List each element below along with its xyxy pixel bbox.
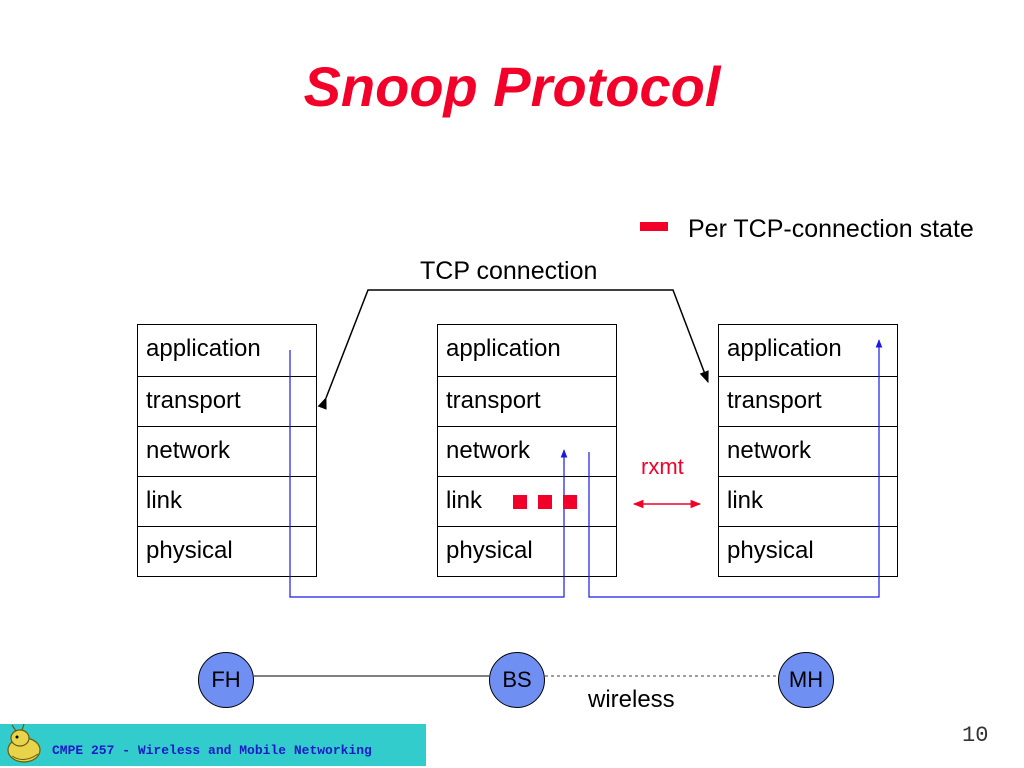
layer-network: network (719, 426, 897, 476)
layer-physical: physical (719, 526, 897, 576)
layer-link: link (138, 476, 316, 526)
slide-title: Snoop Protocol (303, 55, 721, 118)
tcp-connection-label: TCP connection (420, 257, 598, 285)
state-marker-legend-swatch (640, 222, 668, 231)
layer-application: application (146, 335, 261, 362)
legend-label: Per TCP-connection state (688, 215, 974, 243)
protocol-stack-bs: application transport network link physi… (437, 324, 617, 577)
node-fh: FH (198, 652, 254, 708)
layer-transport: transport (719, 376, 897, 426)
banana-slug-logo-icon (7, 724, 41, 763)
wireless-label: wireless (588, 686, 675, 713)
page-number: 10 (962, 723, 989, 748)
rxmt-label: rxmt (641, 454, 684, 479)
layer-network: network (138, 426, 316, 476)
layer-physical: physical (138, 526, 316, 576)
layer-link: link (719, 476, 897, 526)
layer-physical: physical (438, 526, 616, 576)
layer-application: application (446, 335, 561, 362)
layer-transport: transport (438, 376, 616, 426)
footer-bar (0, 724, 426, 766)
layer-application: application (727, 335, 842, 362)
node-bs: BS (489, 652, 545, 708)
layer-link: link (438, 476, 616, 526)
layer-network: network (438, 426, 616, 476)
protocol-stack-fh: application transport network link physi… (137, 324, 317, 577)
node-mh: MH (778, 652, 834, 708)
layer-transport: transport (138, 376, 316, 426)
protocol-stack-mh: application transport network link physi… (718, 324, 898, 577)
footer-course-title: CMPE 257 - Wireless and Mobile Networkin… (52, 743, 372, 758)
